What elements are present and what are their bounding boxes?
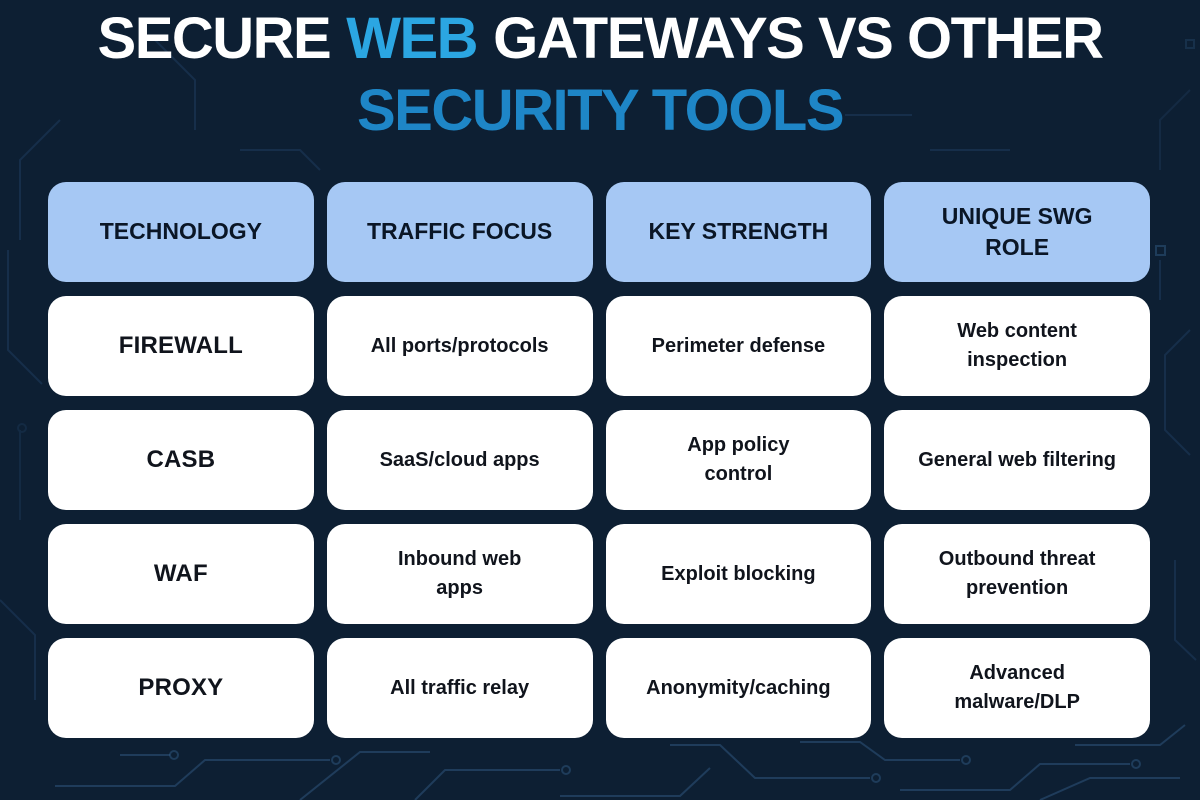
title-words-gateways-vs-other: GATEWAYS VS OTHER	[493, 6, 1104, 71]
page-title: SECURE WEB GATEWAYS VS OTHER SECURITY TO…	[0, 10, 1200, 140]
header-traffic-focus: TRAFFIC FOCUS	[326, 182, 593, 282]
waf-key-strength-cell: Exploit blocking	[605, 524, 872, 624]
title-word-web: WEB	[346, 6, 478, 71]
firewall-unique-swg-role-cell: Web content inspection	[884, 296, 1150, 396]
comparison-table: TECHNOLOGY TRAFFIC FOCUS KEY STRENGTH UN…	[48, 182, 1150, 738]
firewall-traffic-focus-cell: All ports/protocols	[326, 296, 593, 396]
proxy-key-strength-cell: Anonymity/caching	[605, 638, 872, 738]
header-key-strength: KEY STRENGTH	[605, 182, 872, 282]
casb-technology-cell: CASB	[48, 410, 314, 510]
casb-traffic-focus-cell: SaaS/cloud apps	[326, 410, 593, 510]
waf-unique-swg-role-cell: Outbound threat prevention	[884, 524, 1150, 624]
waf-technology-cell: WAF	[48, 524, 314, 624]
title-line1: SECURE WEB GATEWAYS VS OTHER	[0, 10, 1200, 68]
waf-traffic-focus-cell: Inbound web apps	[326, 524, 593, 624]
header-technology: TECHNOLOGY	[48, 182, 314, 282]
proxy-technology-cell: PROXY	[48, 638, 314, 738]
proxy-traffic-focus-cell: All traffic relay	[326, 638, 593, 738]
casb-key-strength-cell: App policy control	[605, 410, 872, 510]
firewall-key-strength-cell: Perimeter defense	[605, 296, 872, 396]
proxy-unique-swg-role-cell: Advanced malware/DLP	[884, 638, 1150, 738]
casb-unique-swg-role-cell: General web filtering	[884, 410, 1150, 510]
title-word-secure: SECURE	[97, 6, 332, 71]
title-line2: SECURITY TOOLS	[356, 78, 845, 143]
header-unique-swg-role: UNIQUE SWG ROLE	[884, 182, 1150, 282]
firewall-technology-cell: FIREWALL	[48, 296, 314, 396]
